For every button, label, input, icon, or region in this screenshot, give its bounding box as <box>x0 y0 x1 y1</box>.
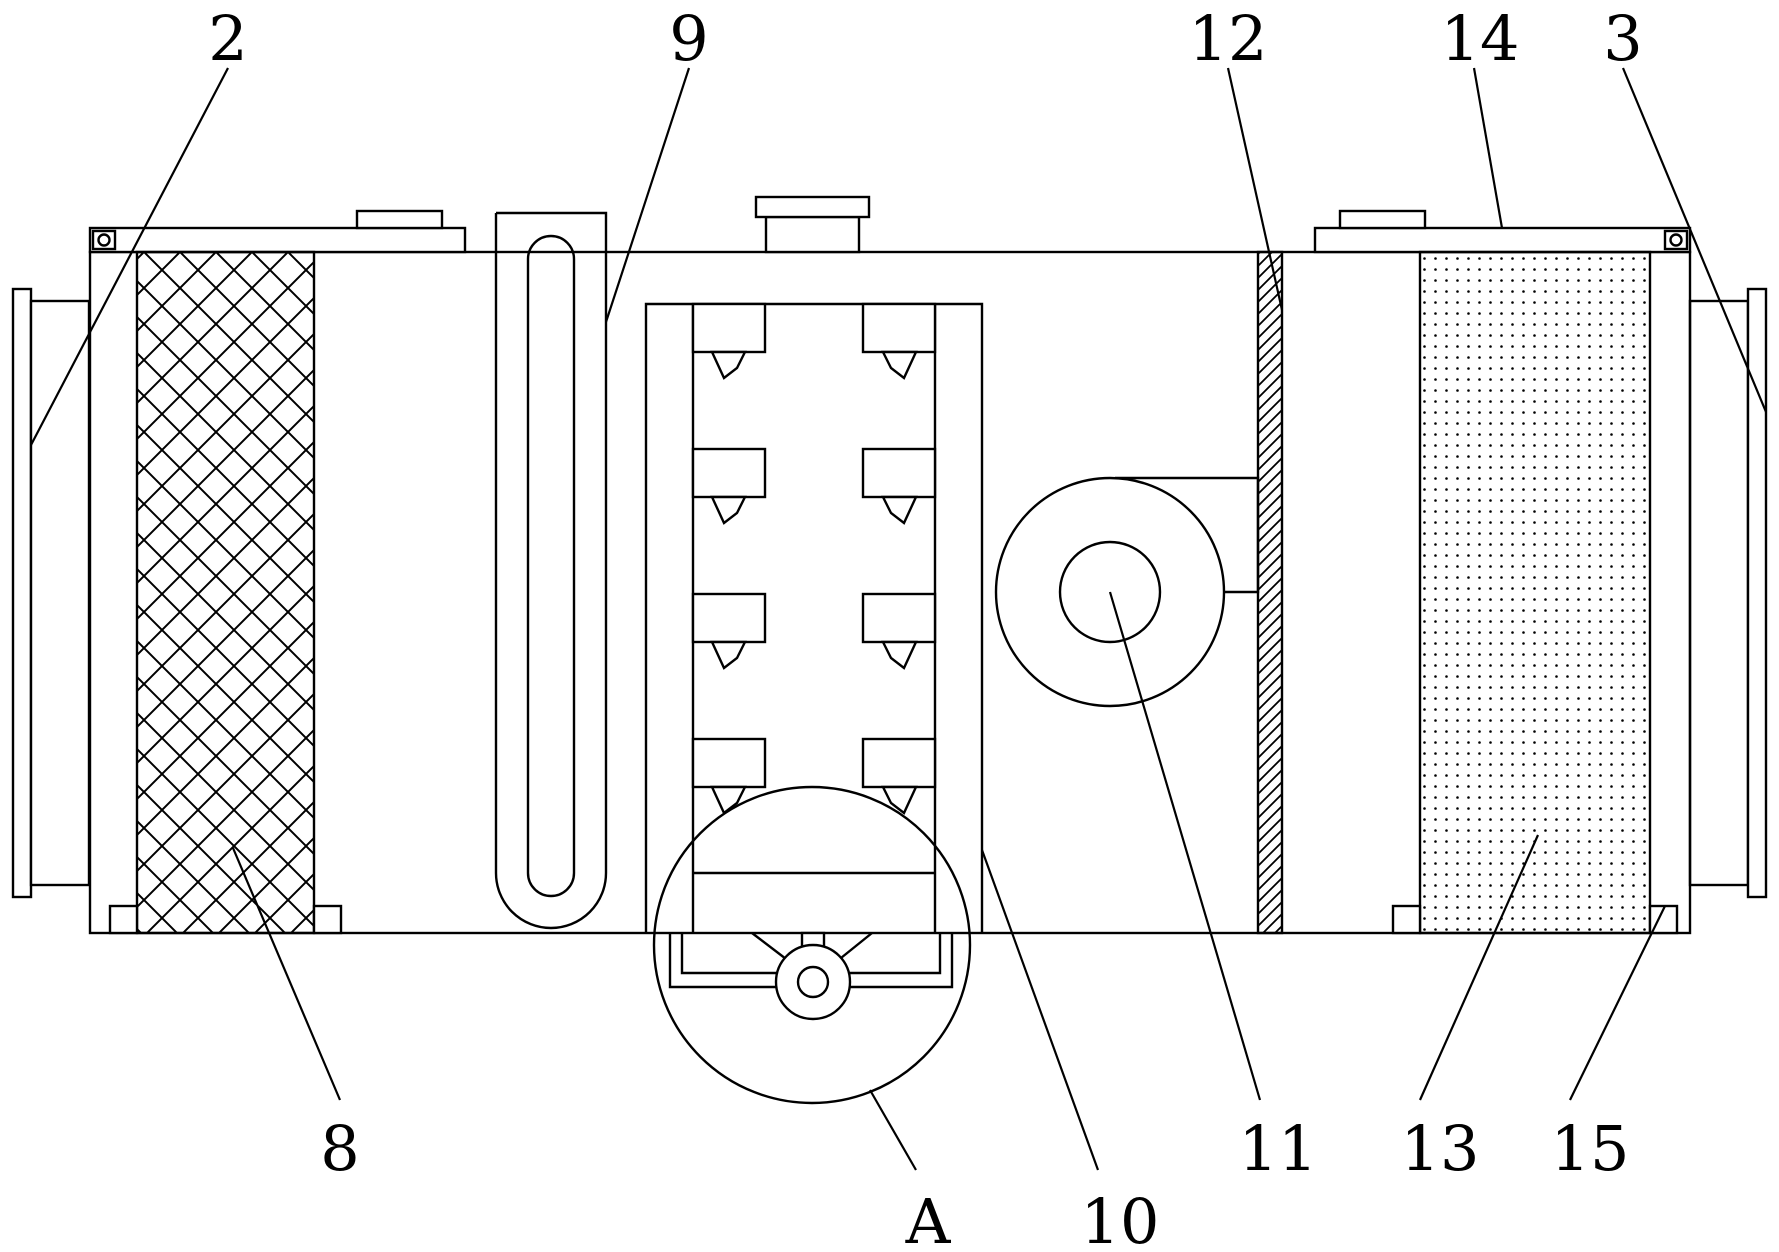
label-9: 9 <box>669 2 708 75</box>
hatched-plate <box>1258 252 1282 933</box>
label-3: 3 <box>1603 2 1642 75</box>
label-10: 10 <box>1081 1185 1160 1252</box>
inlet-flange <box>13 289 89 897</box>
label-12: 12 <box>1189 2 1268 75</box>
label-a: A <box>905 1185 952 1252</box>
fan <box>996 478 1258 706</box>
label-11: 11 <box>1239 1112 1318 1185</box>
label-13: 13 <box>1401 1112 1480 1185</box>
label-8: 8 <box>320 1112 359 1185</box>
outlet-flange <box>1690 289 1766 897</box>
label-14: 14 <box>1441 2 1520 75</box>
detail-circle-a <box>654 787 970 1103</box>
label-2: 2 <box>208 2 247 75</box>
u-tube-heater <box>496 213 606 928</box>
label-15: 15 <box>1551 1112 1630 1185</box>
dotted-filter <box>1393 252 1677 933</box>
mesh-filter <box>110 252 341 933</box>
spray-nozzles <box>693 304 935 813</box>
